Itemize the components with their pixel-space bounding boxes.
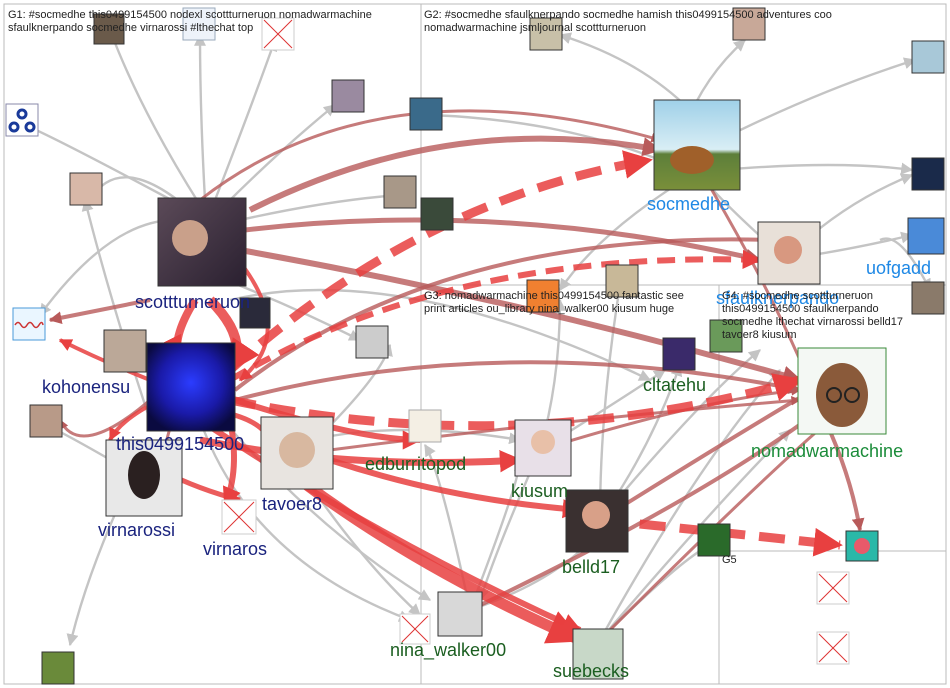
- label-scottturneruon: scottturneruon: [135, 292, 250, 312]
- group-header-g1: G1: #socmedhe this0499154500 nodexl scot…: [8, 9, 372, 35]
- avatar-face: [531, 430, 555, 454]
- group-header-g2: G2: #socmedhe sfaulknerpando socmedhe ha…: [424, 9, 832, 35]
- minor-node[interactable]: [912, 41, 944, 73]
- label-belld17: belld17: [562, 557, 620, 577]
- group-header-line: tavoer8 kiusum: [722, 329, 903, 342]
- clt-logo-node[interactable]: [663, 338, 695, 370]
- label-kiusum: kiusum: [511, 481, 568, 501]
- group-header-g4: G4: #socmedhe scottturneruon this0499154…: [722, 290, 903, 342]
- broken-image-icon[interactable]: [817, 632, 849, 664]
- minor-node[interactable]: [421, 198, 453, 230]
- minor-node[interactable]: [356, 326, 388, 358]
- broken-image-icon[interactable]: [817, 572, 849, 604]
- label-virnaros: virnaros: [203, 539, 267, 559]
- minor-node[interactable]: [912, 282, 944, 314]
- broken-image-icon[interactable]: [222, 500, 256, 534]
- avatar-cow: [670, 146, 714, 174]
- group-header-line: G3: nomadwarmachine this0499154500 fanta…: [424, 290, 684, 303]
- minor-node[interactable]: [908, 218, 944, 254]
- group-header-line: G5: [722, 554, 737, 567]
- group-header-g3: G3: nomadwarmachine this0499154500 fanta…: [424, 290, 684, 316]
- group-header-line: this0499154500 sfaulknerpando: [722, 303, 903, 316]
- group-header-g5: G5: [722, 554, 737, 567]
- minor-node-face: [854, 538, 870, 554]
- label-virnarossi: virnarossi: [98, 520, 175, 540]
- minor-node[interactable]: [30, 405, 62, 437]
- minor-node[interactable]: [42, 652, 74, 684]
- minor-node[interactable]: [410, 98, 442, 130]
- label-cltatehu: cltatehu: [643, 375, 706, 395]
- node-kohonensu[interactable]: [104, 330, 146, 372]
- group-header-line: print articles ou_library nina_walker00 …: [424, 303, 684, 316]
- avatar-face: [582, 501, 610, 529]
- minor-node[interactable]: [912, 158, 944, 190]
- node-nina_walker00[interactable]: [438, 592, 482, 636]
- label-this0499154500: this0499154500: [116, 434, 244, 454]
- node-this0499154500[interactable]: [147, 343, 235, 431]
- label-suebecks: suebecks: [553, 661, 629, 681]
- minor-node[interactable]: [698, 524, 730, 556]
- label-edburritopod: edburritopod: [365, 454, 466, 474]
- avatar-face: [172, 220, 208, 256]
- node-socmedhe[interactable]: [654, 100, 740, 190]
- minor-node[interactable]: [332, 80, 364, 112]
- label-socmedhe: socmedhe: [647, 194, 730, 214]
- minor-node[interactable]: [384, 176, 416, 208]
- label-kohonensu: kohonensu: [42, 377, 130, 397]
- avatar-face: [128, 451, 160, 499]
- group-header-line: G2: #socmedhe sfaulknerpando socmedhe ha…: [424, 9, 832, 22]
- group-header-line: G1: #socmedhe this0499154500 nodexl scot…: [8, 9, 372, 22]
- minor-node[interactable]: [70, 173, 102, 205]
- group-header-line: nomadwarmachine jsmljournal scottturneru…: [424, 22, 832, 35]
- label-nina_walker00: nina_walker00: [390, 640, 506, 661]
- label-uofgadd: uofgadd: [866, 258, 931, 278]
- label-nomadwarmachine: nomadwarmachine: [751, 441, 903, 461]
- group-header-line: socmedhe lthechat virnarossi belld17: [722, 316, 903, 329]
- avatar-face: [279, 432, 315, 468]
- avatar-face: [774, 236, 802, 264]
- minor-node[interactable]: [409, 410, 441, 442]
- group-header-line: sfaulknerpando socmedhe virnarossi #lthe…: [8, 22, 372, 35]
- label-tavoer8: tavoer8: [262, 494, 322, 514]
- group-header-line: G4: #socmedhe scottturneruon: [722, 290, 903, 303]
